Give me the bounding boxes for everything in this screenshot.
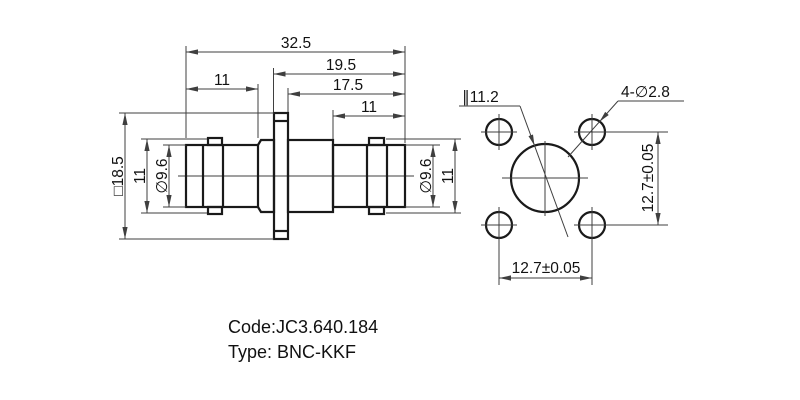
dim-hole-pitch-horizontal-label: 12.7±0.05: [512, 260, 581, 277]
leader-arrowhead: [528, 134, 535, 146]
right-bayonet-lug-top: [367, 136, 386, 147]
part-notes: Code:JC3.640.184 Type: BNC-KKF: [228, 317, 378, 362]
left-bayonet-lug-bottom: [206, 205, 224, 216]
dim-17-5-label: 17.5: [333, 77, 363, 94]
dim-right-barrel-length-label: 11: [361, 99, 377, 116]
dim-flange-square-label: □18.5: [110, 156, 127, 196]
mount-holes-leader-line: [567, 100, 619, 158]
part-code-text: Code:JC3.640.184: [228, 317, 378, 337]
dim-mount-holes-label: 4-∅2.8: [621, 84, 670, 101]
right-bayonet-lug-bottom: [367, 205, 386, 216]
dim-left-barrel-length-label: 11: [214, 72, 230, 89]
dim-overall-width-label: 32.5: [281, 35, 311, 52]
dim-center-hole-dia-label: ∥11.2: [462, 89, 499, 106]
dim-19-5-label: 19.5: [326, 57, 356, 74]
dim-left-lug-height-label: 11: [132, 168, 149, 184]
left-bayonet-lug-top: [206, 136, 224, 147]
side-view: 32.5 19.5 17.5 11 11 □18.5 11 ∅9.6: [110, 35, 461, 241]
leader-arrowhead: [599, 111, 609, 122]
front-view: ∥11.2 4-∅2.8 12.7±0.05 12.7±0.05: [459, 84, 684, 285]
center-hole-leader-line: [519, 105, 569, 238]
dim-hole-pitch-vertical-label: 12.7±0.05: [640, 144, 657, 213]
dim-left-body-dia-label: ∅9.6: [154, 158, 171, 193]
dim-right-lug-height-label: 11: [440, 168, 457, 184]
dim-right-body-dia-label: ∅9.6: [418, 158, 435, 193]
part-type-text: Type: BNC-KKF: [228, 342, 356, 362]
